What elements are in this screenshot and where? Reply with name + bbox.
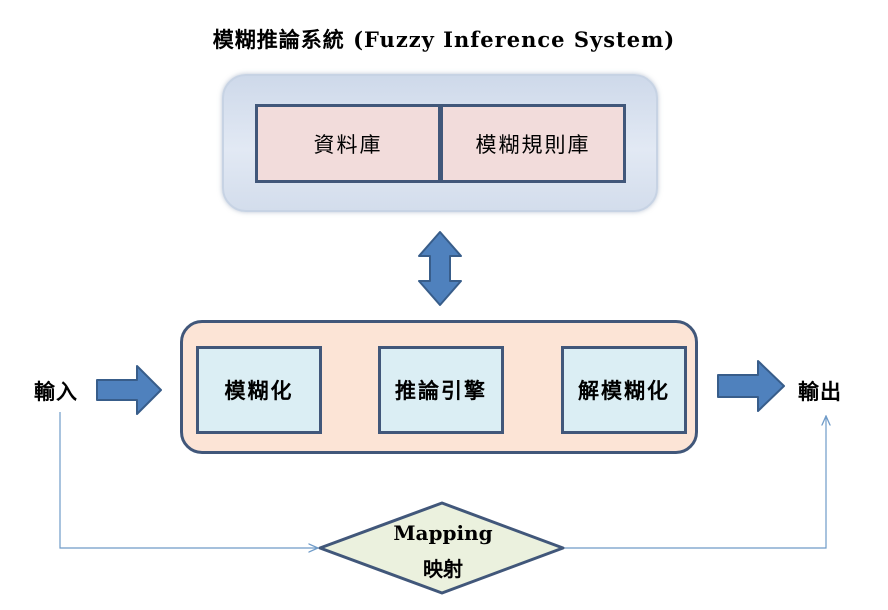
input-arrow-icon (96, 365, 162, 415)
defuzzifier-box: 解模糊化 (561, 346, 687, 434)
fuzzifier-box: 模糊化 (196, 346, 322, 434)
double-arrow-vertical-icon (418, 231, 462, 306)
mapping-to-output-line (563, 416, 826, 549)
database-box: 資料庫 (255, 104, 441, 183)
mapping-label-zh: 映射 (423, 557, 463, 581)
input-label: 輸入 (34, 379, 78, 404)
diagram-title: 模糊推論系統 (Fuzzy Inference System) (212, 27, 676, 52)
output-label: 輸出 (798, 379, 842, 404)
mapping-label-en: Mapping (393, 521, 493, 545)
fuzzy-rule-base-box: 模糊規則庫 (440, 104, 626, 183)
input-to-mapping-line (59, 412, 318, 548)
inference-engine-box: 推論引擎 (378, 346, 504, 434)
output-arrow-icon (717, 360, 785, 412)
mapping-diamond (318, 501, 565, 595)
